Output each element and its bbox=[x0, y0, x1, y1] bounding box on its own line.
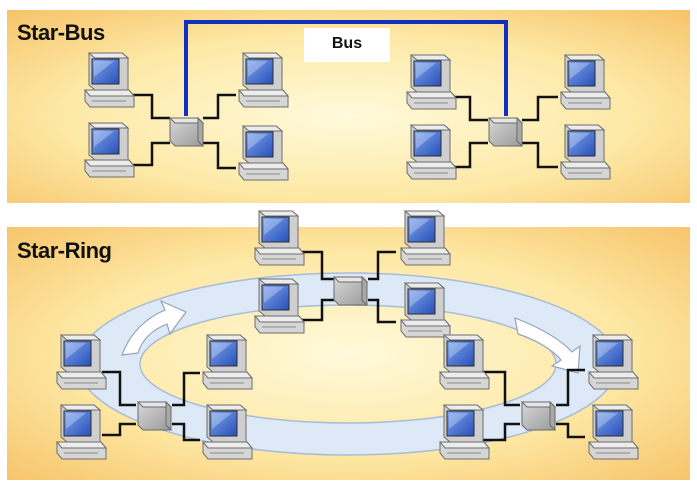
computer-icon bbox=[56, 334, 107, 390]
computer-icon bbox=[406, 54, 457, 110]
computer-icon bbox=[238, 125, 289, 181]
arrow-icon bbox=[121, 299, 187, 356]
star-ring-title: Star-Ring bbox=[17, 238, 112, 263]
computer-icon bbox=[84, 122, 135, 178]
bus-line bbox=[184, 20, 508, 116]
hub-icon bbox=[333, 276, 368, 306]
computer-icon bbox=[588, 404, 639, 460]
hub-icon bbox=[488, 117, 523, 147]
computer-icon bbox=[202, 334, 253, 390]
computer-icon bbox=[400, 210, 451, 266]
hub-icon bbox=[137, 401, 172, 431]
computer-icon bbox=[588, 334, 639, 390]
star-bus-title: Star-Bus bbox=[17, 20, 105, 45]
star-bus-links bbox=[120, 93, 558, 170]
hub-icon bbox=[521, 401, 556, 431]
computer-icon bbox=[56, 404, 107, 460]
computer-icon bbox=[202, 404, 253, 460]
star-ring-links bbox=[102, 250, 585, 442]
computer-icon bbox=[560, 124, 611, 180]
computer-icon bbox=[560, 54, 611, 110]
arrow-icon bbox=[514, 317, 581, 374]
computer-icon bbox=[254, 210, 305, 266]
computer-icon bbox=[254, 278, 305, 334]
computer-icon bbox=[439, 404, 490, 460]
hub-icon bbox=[169, 117, 204, 147]
computer-icon bbox=[439, 334, 490, 390]
bus-label: Bus bbox=[304, 35, 390, 53]
computer-icon bbox=[400, 282, 451, 338]
computer-icon bbox=[406, 124, 457, 180]
computer-icon bbox=[238, 52, 289, 108]
computer-icon bbox=[84, 52, 135, 108]
